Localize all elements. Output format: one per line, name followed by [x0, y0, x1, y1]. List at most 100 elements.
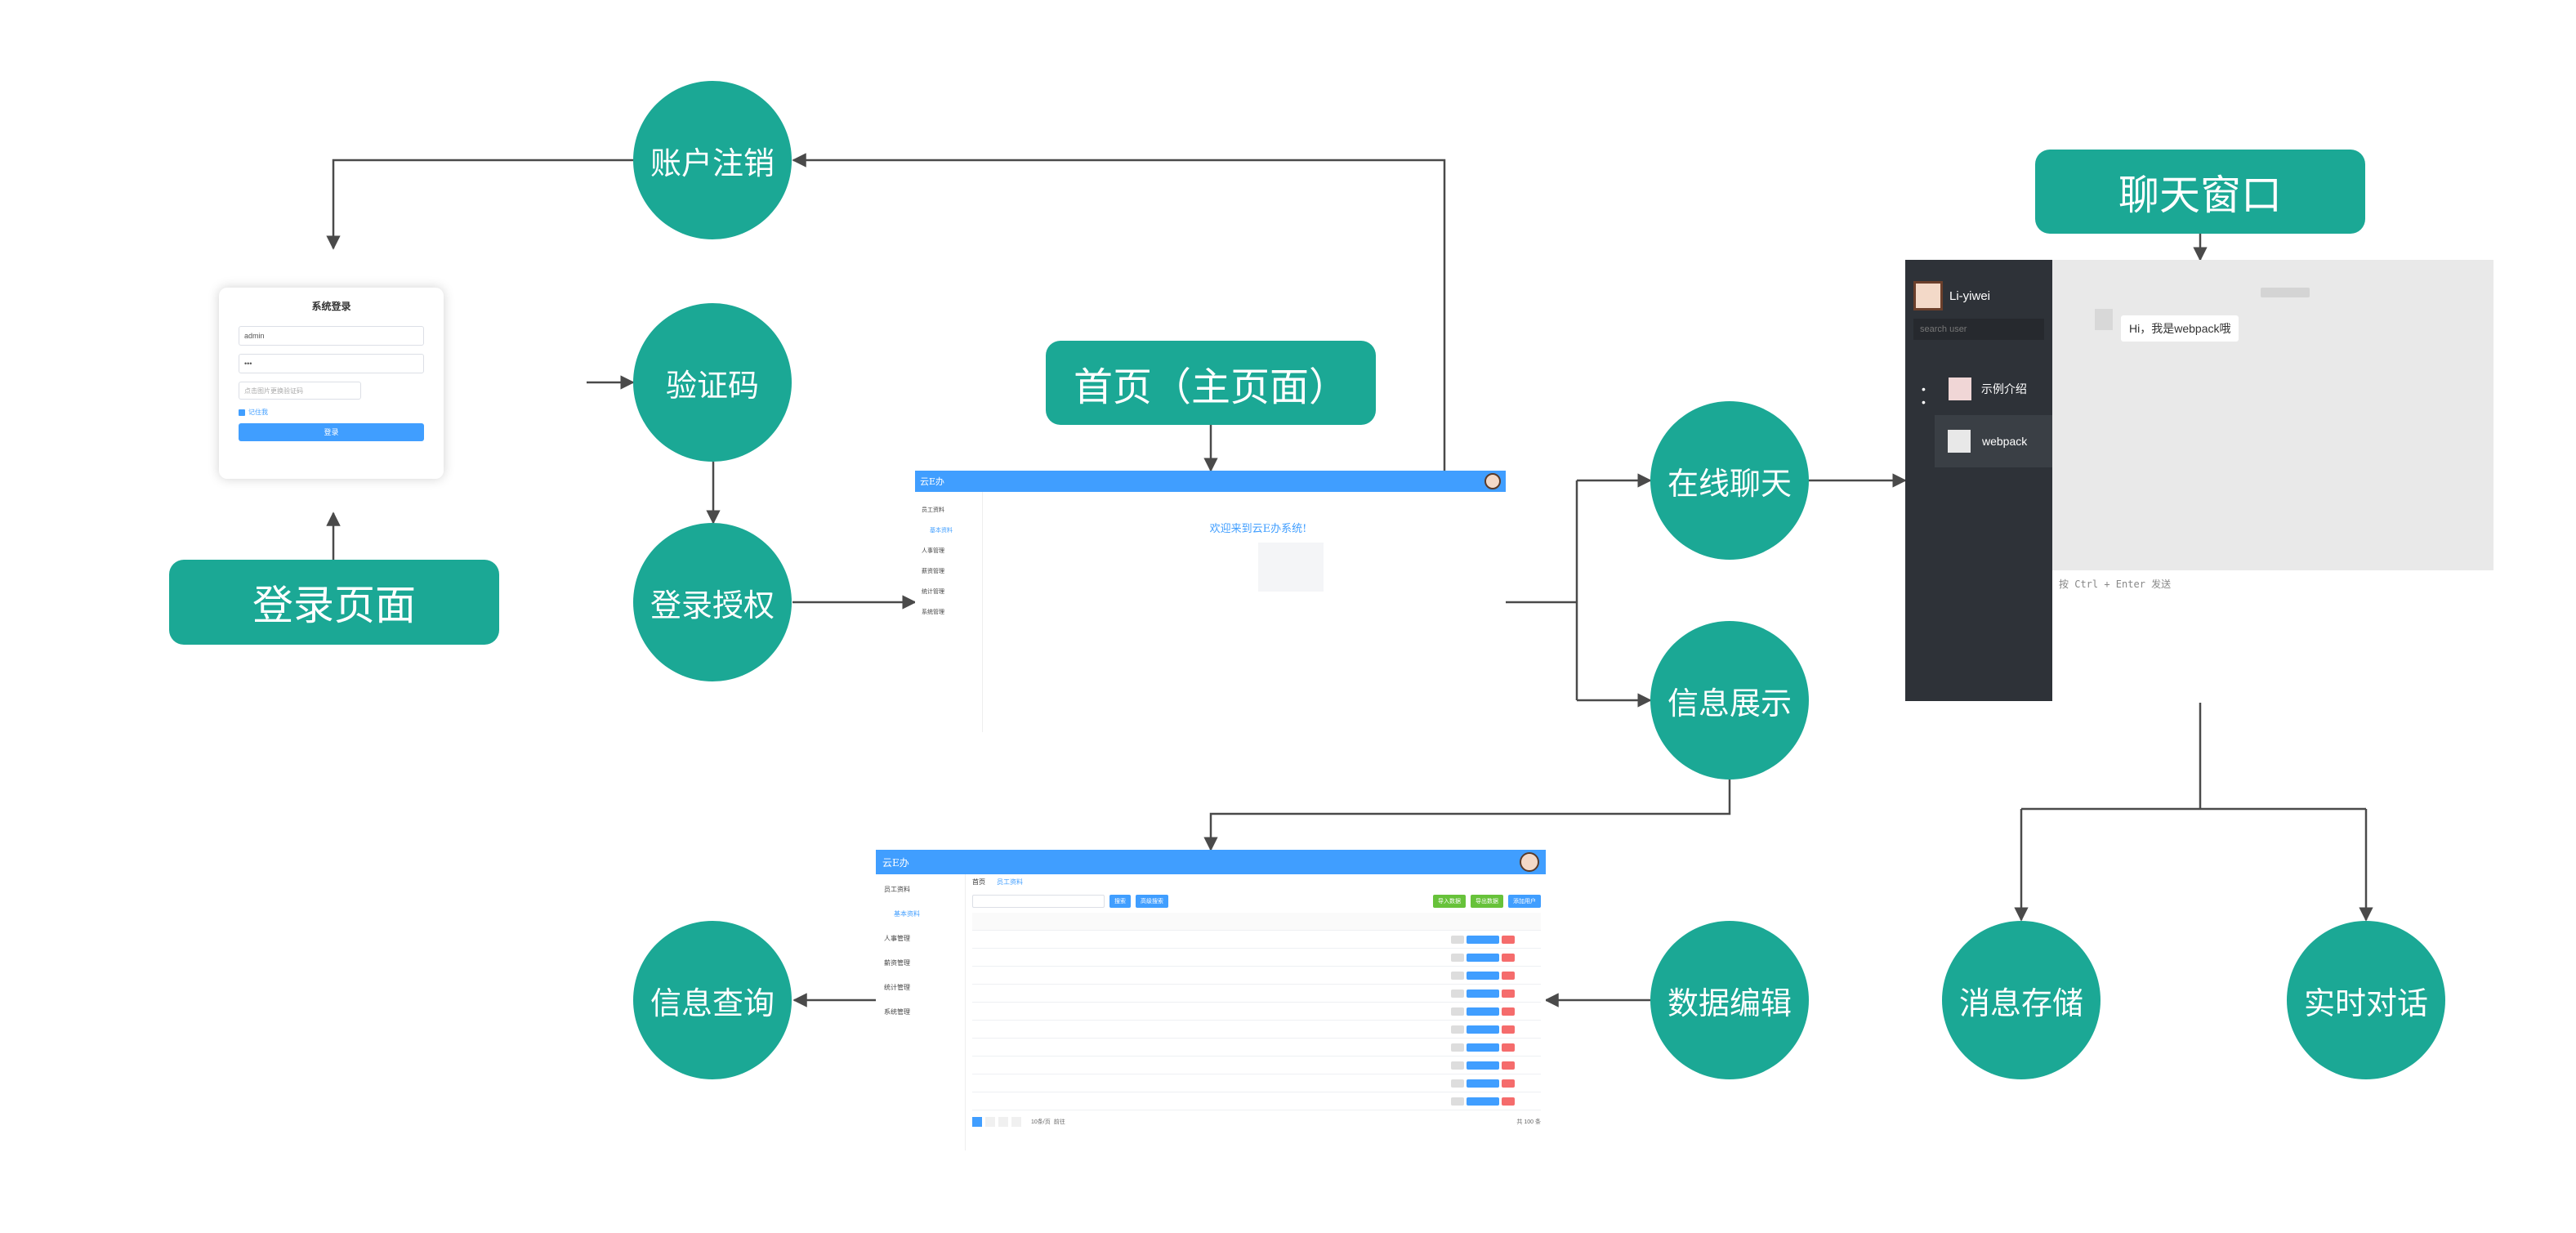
chat-sidebar: Li-yiwei search user • 示例介绍 webpack •	[1905, 260, 2052, 701]
home-topbar: 云E办	[915, 471, 1506, 492]
table-topbar: 云E办	[876, 850, 1546, 874]
page-button[interactable]	[985, 1117, 995, 1127]
table-screenshot: 云E办 员工资料 基本资料 人事管理 薪资管理 统计管理 系统管理 首页 员工资…	[876, 850, 1546, 1150]
label-chat-window-text: 聊天窗口	[2118, 172, 2282, 218]
add-user-button[interactable]: 添加用户	[1508, 895, 1541, 908]
node-realtime: 实时对话	[2287, 921, 2445, 1079]
table-row[interactable]	[972, 949, 1541, 967]
label-chat-window: 聊天窗口	[2035, 150, 2365, 234]
home-menu-item[interactable]: 基本资料	[930, 528, 953, 534]
node-auth: 登录授权	[633, 523, 792, 681]
import-button[interactable]: 导入数据	[1433, 895, 1466, 908]
home-menu-item[interactable]: 员工资料	[922, 507, 944, 513]
node-info-query-label: 信息查询	[650, 986, 775, 1021]
edge-home-branch	[1506, 480, 1578, 700]
edge-home-to-logout	[792, 153, 1446, 480]
tab-employee[interactable]: 员工资料	[997, 878, 1023, 886]
message-avatar	[2095, 309, 2113, 330]
contact-item-active[interactable]: webpack	[1935, 415, 2052, 467]
node-logout-label: 账户注销	[650, 146, 775, 181]
table-avatar[interactable]	[1520, 852, 1539, 872]
contact-bullet: •	[1922, 395, 1926, 409]
page-size-select[interactable]: 10条/页	[1031, 1119, 1051, 1125]
table-search-input[interactable]	[972, 895, 1105, 908]
table-pagination: 10条/页 前往 共 100 条	[972, 1117, 1541, 1127]
table-row[interactable]	[972, 967, 1541, 985]
edge-logout-to-login	[326, 159, 633, 250]
table-menu-item[interactable]: 系统管理	[884, 1008, 910, 1016]
employee-table	[972, 913, 1541, 1110]
table-menu-item[interactable]: 薪资管理	[884, 959, 910, 967]
node-captcha: 验证码	[633, 303, 792, 462]
login-title: 系统登录	[311, 301, 351, 312]
node-info-query: 信息查询	[633, 921, 792, 1079]
home-menu-item[interactable]: 统计管理	[922, 589, 944, 595]
node-realtime-label: 实时对话	[2303, 986, 2428, 1021]
table-row[interactable]	[972, 1074, 1541, 1092]
label-home: 首页（主页面）	[1046, 341, 1376, 425]
tab-home[interactable]: 首页	[972, 878, 985, 886]
login-button[interactable]: 登录	[239, 423, 424, 441]
node-online-chat-label: 在线聊天	[1667, 467, 1792, 502]
home-menu-item[interactable]: 人事管理	[922, 548, 944, 554]
password-input[interactable]: •••	[239, 354, 424, 373]
table-brand: 云E办	[882, 856, 909, 869]
user-search-input[interactable]: search user	[1913, 319, 2044, 340]
home-brand: 云E办	[920, 476, 945, 487]
table-row[interactable]	[972, 1003, 1541, 1021]
node-captcha-label: 验证码	[665, 369, 759, 404]
table-row[interactable]	[972, 931, 1541, 949]
node-info-display: 信息展示	[1650, 621, 1809, 780]
table-header-row	[972, 913, 1541, 931]
search-button[interactable]: 搜索	[1109, 895, 1131, 908]
table-menu-item[interactable]: 人事管理	[884, 935, 910, 942]
advanced-search-button[interactable]: 高级搜索	[1136, 895, 1168, 908]
table-menu-item[interactable]: 统计管理	[884, 984, 910, 991]
page-button[interactable]	[972, 1117, 982, 1127]
table-row[interactable]	[972, 1057, 1541, 1074]
node-msg-store-label: 消息存储	[1958, 986, 2083, 1021]
captcha-placeholder: 点击图片更换验证码	[244, 387, 303, 395]
username-value: admin	[244, 332, 265, 340]
table-row[interactable]	[972, 1021, 1541, 1039]
chat-input-area[interactable]: 按 Ctrl + Enter 发送	[2052, 570, 2493, 701]
chat-username: Li-yiwei	[1949, 288, 1991, 303]
table-toolbar: 搜索 高级搜索 导入数据 导出数据 添加用户	[972, 895, 1541, 908]
remember-label: 记住我	[248, 409, 268, 416]
table-menu-item[interactable]: 员工资料	[884, 886, 910, 893]
captcha-input[interactable]: 点击图片更换验证码	[239, 382, 361, 400]
chat-message-area: Hi，我是webpack哦	[2052, 260, 2493, 570]
home-avatar[interactable]	[1484, 473, 1501, 489]
home-menu-item[interactable]: 系统管理	[922, 610, 944, 615]
home-welcome: 欢迎来到云E办系统!	[1209, 523, 1307, 535]
page-button[interactable]	[998, 1117, 1008, 1127]
contact-item[interactable]: • 示例介绍	[1905, 363, 2052, 415]
message-text: Hi，我是webpack哦	[2129, 322, 2231, 335]
message-time	[2261, 288, 2310, 297]
export-button[interactable]: 导出数据	[1471, 895, 1503, 908]
table-tabs: 首页 员工资料	[972, 878, 1541, 887]
contact-avatar	[1948, 377, 1971, 400]
table-menu-item[interactable]: 基本资料	[894, 910, 920, 918]
table-row[interactable]	[972, 1092, 1541, 1110]
home-sidebar: 员工资料 基本资料 人事管理 薪资管理 统计管理 系统管理	[915, 492, 983, 732]
home-menu-item[interactable]: 薪资管理	[922, 569, 944, 574]
message-bubble: Hi，我是webpack哦	[2121, 315, 2239, 342]
page-button[interactable]	[1011, 1117, 1021, 1127]
node-auth-label: 登录授权	[650, 588, 775, 623]
node-data-edit: 数据编辑	[1650, 921, 1809, 1079]
table-row[interactable]	[972, 1039, 1541, 1057]
remember-checkbox[interactable]	[239, 409, 245, 416]
table-row[interactable]	[972, 985, 1541, 1003]
contact-avatar	[1948, 430, 1971, 453]
contact-name: webpack	[1982, 435, 2028, 448]
edge-window-branch	[2021, 703, 2366, 811]
send-hint: 按 Ctrl + Enter 发送	[2059, 579, 2172, 590]
username-input[interactable]: admin	[239, 326, 424, 346]
label-login-page: 登录页面	[169, 560, 499, 645]
user-avatar	[1913, 281, 1943, 310]
login-button-label: 登录	[324, 428, 339, 436]
node-data-edit-label: 数据编辑	[1667, 986, 1792, 1021]
goto-page[interactable]: 前往	[1053, 1119, 1065, 1125]
